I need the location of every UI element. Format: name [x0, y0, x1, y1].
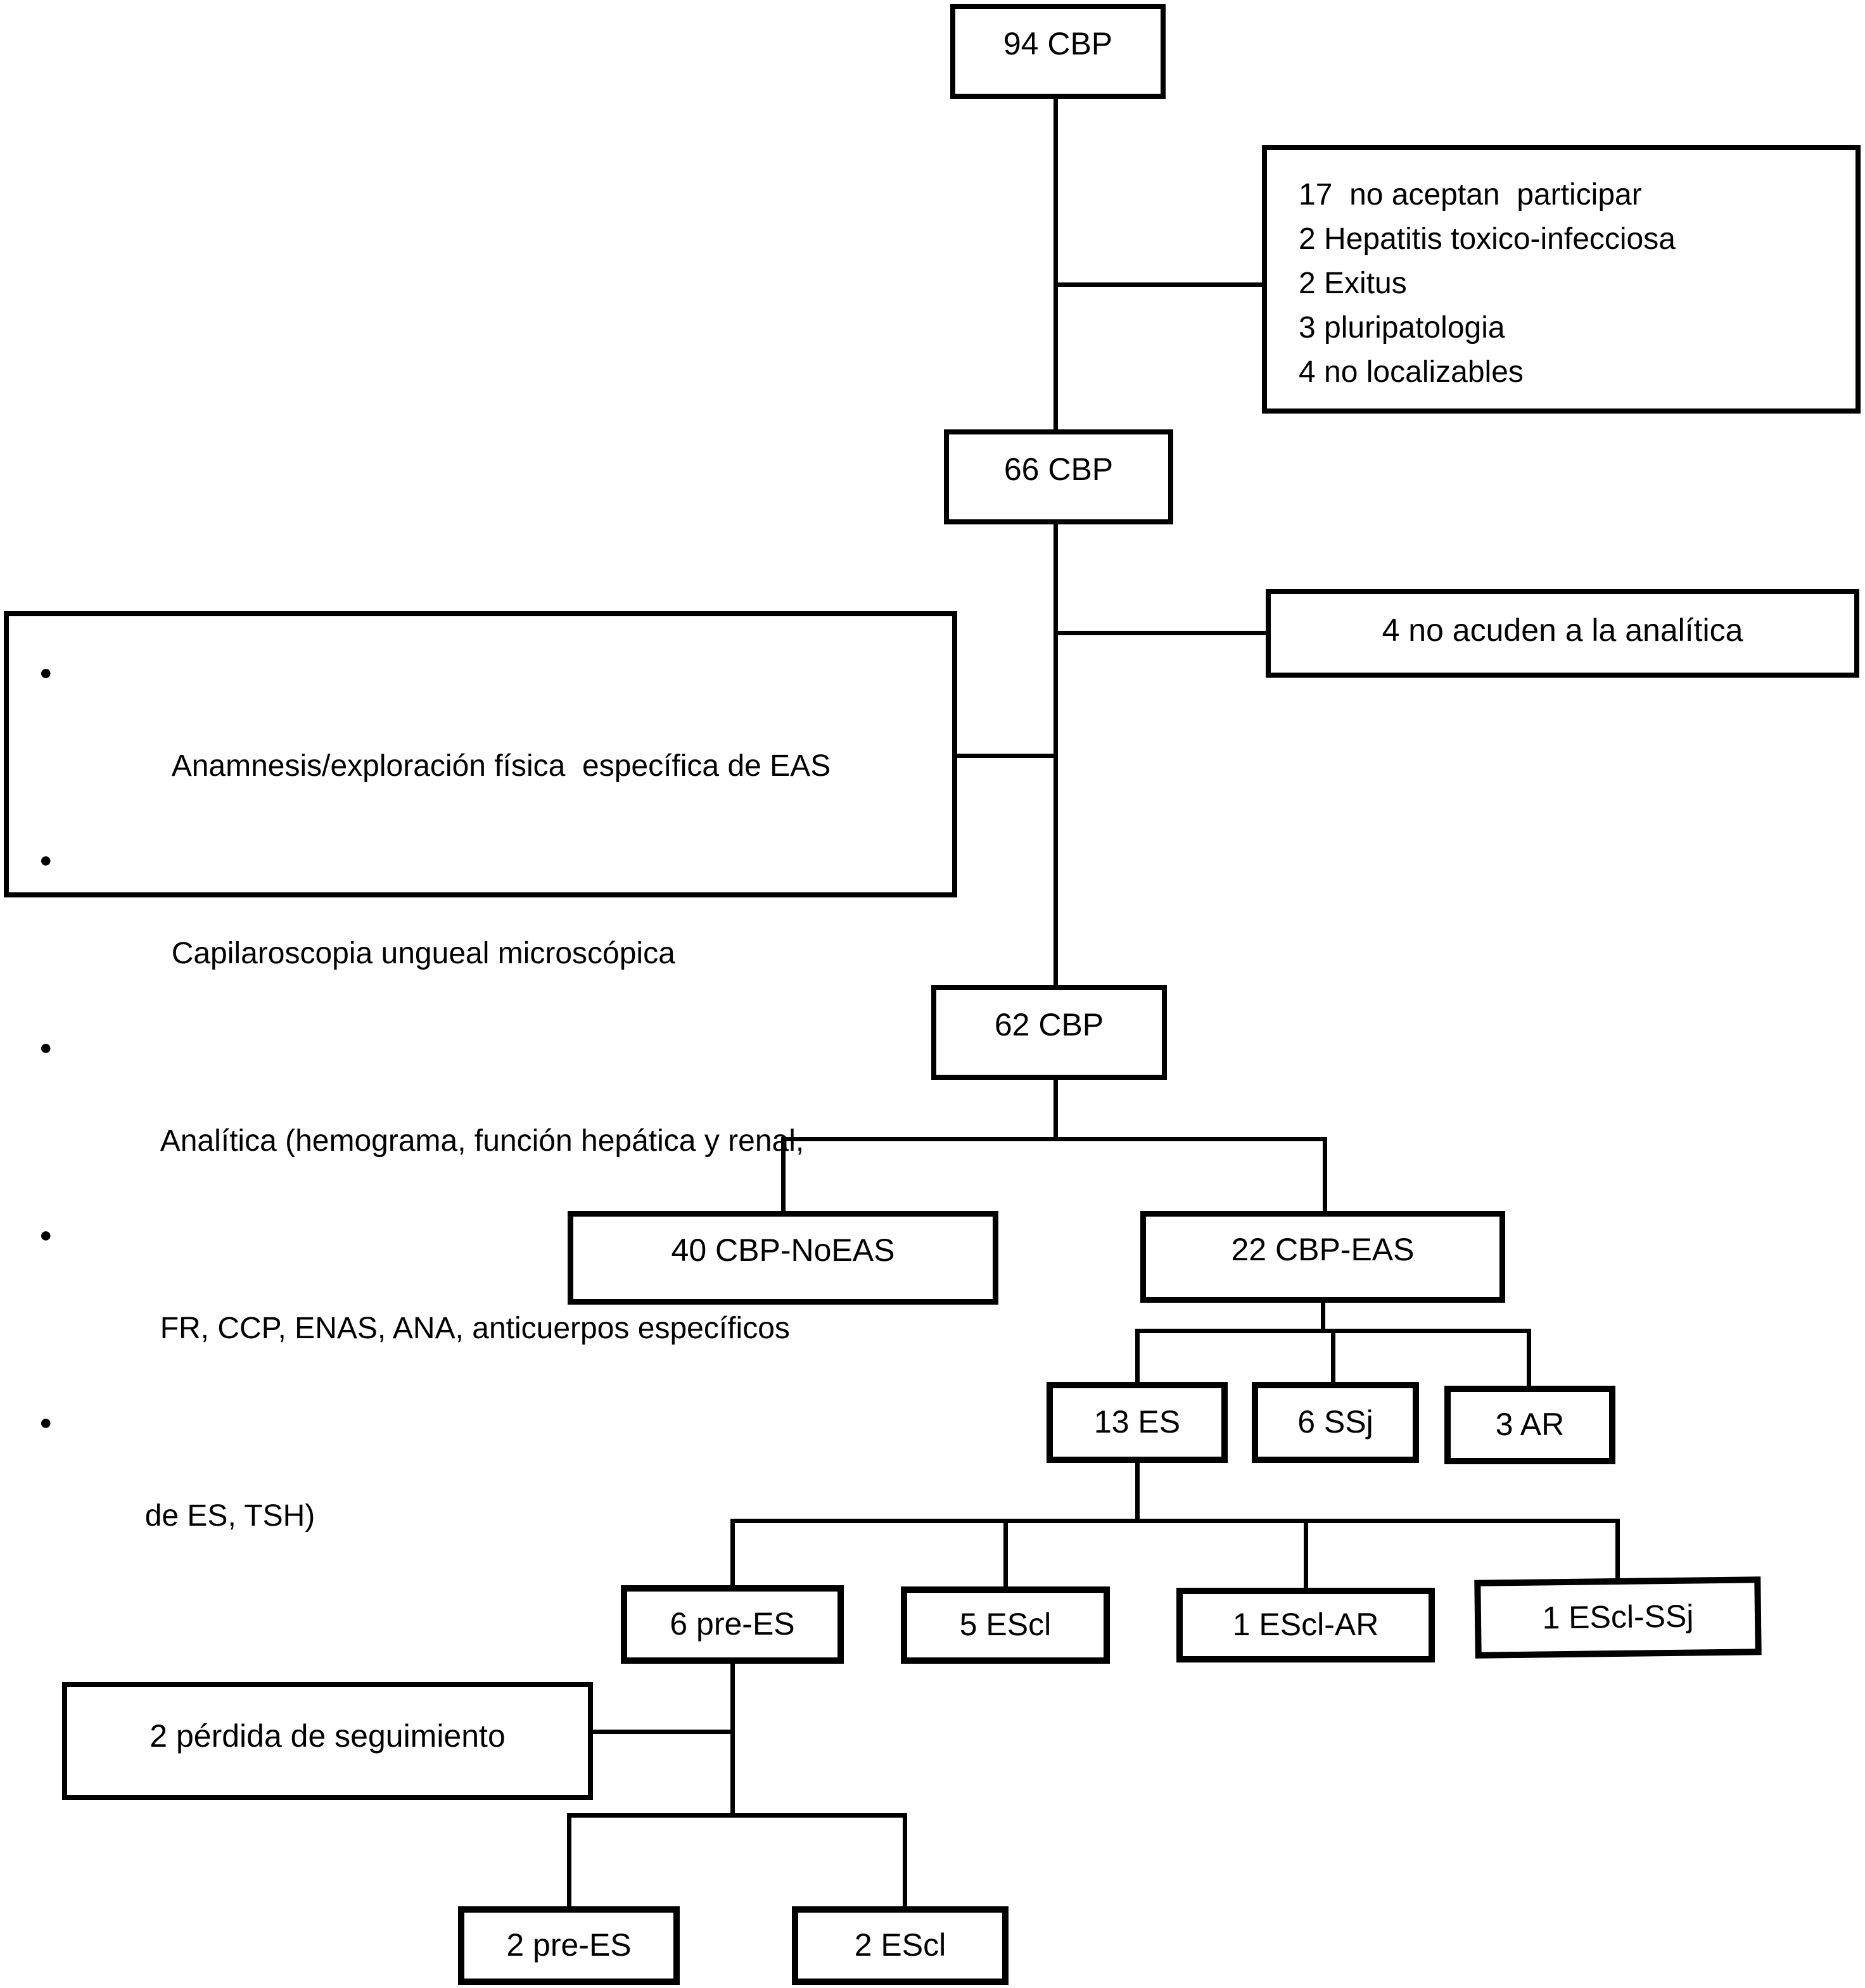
connector-down-5escl	[1003, 1519, 1008, 1588]
connector-criteria-to-spine	[957, 754, 1055, 758]
criteria-text: de ES, TSH)	[144, 1499, 315, 1533]
connector-to-no-acuden	[1055, 631, 1266, 635]
connector-down-2pre	[567, 1813, 571, 1908]
exclusion-line: 3 pluripatologia	[1299, 311, 1505, 345]
node-6-pre-es: 6 pre-ES	[621, 1585, 844, 1664]
criteria-item: ● Analítica (hemograma, función hepática…	[9, 1024, 939, 1212]
node-label: 66 CBP	[1003, 452, 1114, 488]
connector-22-down	[1321, 1301, 1325, 1333]
node-label: 1 EScl-SSj	[1542, 1598, 1694, 1636]
node-label: 6 SSj	[1297, 1404, 1373, 1440]
node-66-cbp: 66 CBP	[944, 429, 1173, 524]
node-40-cbp-noeas: 40 CBP-NoEAS	[568, 1211, 998, 1305]
connector-13es-down	[1135, 1462, 1140, 1523]
criteria-item: ● Anamnesis/exploración física específic…	[9, 649, 939, 837]
node-perdida-seguimiento: 2 pérdida de seguimiento	[62, 1682, 593, 1800]
connector-down-1esclssj	[1615, 1519, 1620, 1580]
connector-66-to-62	[1053, 523, 1058, 986]
node-label: 3 AR	[1495, 1407, 1565, 1443]
exclusion-line: 2 Hepatitis toxico-infecciosa	[1299, 222, 1676, 256]
bullet-icon: ●	[39, 1223, 53, 1247]
connector-split-2pre-2escl	[567, 1813, 907, 1818]
node-2-escl: 2 EScl	[792, 1906, 1009, 1985]
node-22-cbp-eas: 22 CBP-EAS	[1140, 1211, 1505, 1303]
node-label: 2 EScl	[854, 1927, 946, 1963]
node-label: 5 EScl	[959, 1607, 1052, 1643]
node-5-escl: 5 EScl	[901, 1586, 1110, 1664]
criteria-item: ● FR, CCP, ENAS, ANA, anticuerpos especí…	[9, 1212, 939, 1399]
node-3-ar: 3 AR	[1444, 1386, 1615, 1464]
node-label: 40 CBP-NoEAS	[671, 1232, 895, 1269]
node-exclusion-reasons: 17 no aceptan participar 2 Hepatitis tox…	[1262, 145, 1861, 414]
bullet-icon: ●	[39, 1410, 53, 1434]
node-no-acuden-analitica: 4 no acuden a la analítica	[1266, 589, 1859, 678]
node-label: 94 CBP	[1003, 26, 1113, 62]
node-1-escl-ssj: 1 EScl-SSj	[1474, 1576, 1762, 1659]
criteria-text: Analítica (hemograma, función hepática y…	[160, 1124, 805, 1158]
connector-split-pre-escl	[730, 1519, 1620, 1523]
connector-down-2escl	[903, 1813, 907, 1908]
criteria-text: FR, CCP, ENAS, ANA, anticuerpos específi…	[160, 1312, 790, 1345]
connector-6pre-down	[730, 1662, 735, 1818]
node-label: 2 pre-ES	[506, 1927, 632, 1963]
connector-perdida-to-spine	[592, 1730, 730, 1734]
criteria-list: ● Anamnesis/exploración física específic…	[9, 649, 939, 1586]
connector-down-3ar	[1527, 1329, 1531, 1387]
criteria-text: Capilaroscopia ungueal microscópica	[171, 937, 675, 970]
connector-down-22	[1323, 1137, 1327, 1212]
bullet-icon: ●	[39, 1035, 53, 1060]
node-1-escl-ar: 1 EScl-AR	[1176, 1588, 1435, 1662]
connector-down-13es	[1135, 1329, 1140, 1383]
connector-to-exclusions	[1055, 282, 1262, 287]
node-label: 6 pre-ES	[670, 1606, 795, 1642]
node-label: 62 CBP	[994, 1007, 1104, 1043]
node-label: 4 no acuden a la analítica	[1382, 612, 1743, 649]
connector-94-to-66	[1053, 95, 1058, 431]
criteria-text: Anamnesis/exploración física específica …	[171, 749, 831, 783]
exclusion-line: 2 Exitus	[1299, 267, 1407, 300]
bullet-icon: ●	[39, 661, 53, 685]
node-label: 22 CBP-EAS	[1231, 1231, 1415, 1267]
node-13-es: 13 ES	[1047, 1382, 1228, 1463]
connector-down-6pre	[730, 1519, 735, 1586]
connector-62-down	[1053, 1079, 1058, 1141]
node-94-cbp: 94 CBP	[950, 4, 1166, 99]
connector-down-1esclar	[1304, 1519, 1308, 1589]
node-label: 1 EScl-AR	[1232, 1607, 1379, 1643]
node-label: 2 pérdida de seguimiento	[150, 1718, 506, 1754]
node-2-pre-es: 2 pre-ES	[458, 1906, 680, 1985]
criteria-item: ● Capilaroscopia ungueal microscópica	[9, 837, 939, 1024]
connector-split-40-22	[781, 1137, 1327, 1141]
criteria-item: ● de ES, TSH)	[9, 1399, 939, 1586]
exclusion-line: 4 no localizables	[1299, 355, 1524, 389]
node-62-cbp: 62 CBP	[931, 985, 1167, 1080]
node-6-ssj: 6 SSj	[1252, 1382, 1419, 1463]
node-criteria: ● Anamnesis/exploración física específic…	[4, 611, 957, 1533]
node-label: 13 ES	[1093, 1404, 1181, 1440]
bullet-icon: ●	[39, 848, 53, 872]
exclusion-line: 17 no aceptan participar	[1299, 178, 1642, 212]
connector-down-6ssj	[1331, 1329, 1335, 1383]
connector-down-40	[781, 1137, 786, 1212]
